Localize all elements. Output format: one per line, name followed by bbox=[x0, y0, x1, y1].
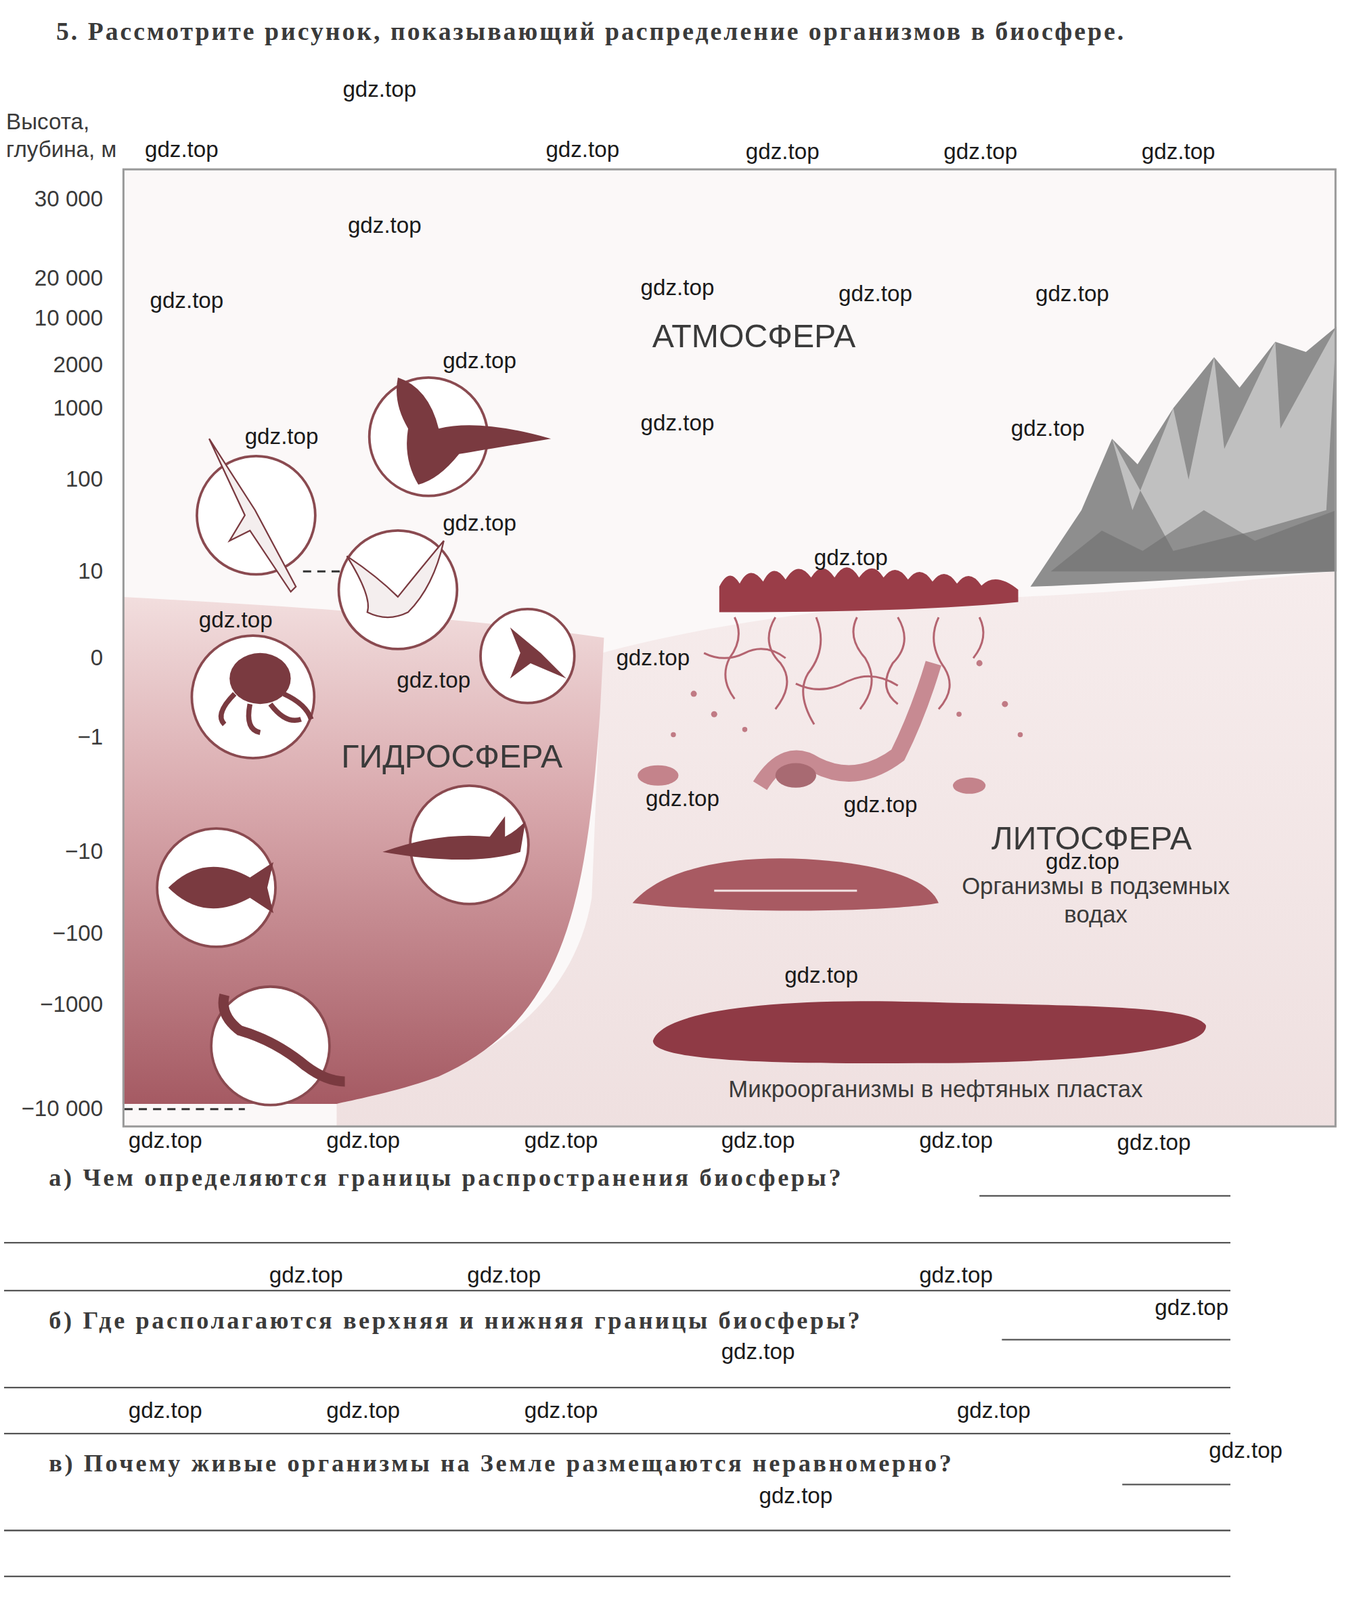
sphere-label: АТМОСФЕРА bbox=[652, 318, 856, 356]
watermark: gdz.top bbox=[843, 791, 918, 819]
axis-value: 20 000 bbox=[34, 265, 103, 292]
watermark: gdz.top bbox=[721, 1127, 796, 1154]
axis-value: 0 bbox=[90, 644, 103, 672]
watermark: gdz.top bbox=[396, 667, 471, 694]
watermark: gdz.top bbox=[640, 410, 715, 437]
watermark: gdz.top bbox=[149, 287, 224, 315]
watermark: gdz.top bbox=[919, 1127, 993, 1154]
watermark: gdz.top bbox=[326, 1127, 400, 1154]
watermark: gdz.top bbox=[326, 1397, 400, 1424]
watermark: gdz.top bbox=[198, 607, 273, 634]
watermark: gdz.top bbox=[1035, 280, 1110, 308]
caption-label: Организмы в подземных водах bbox=[958, 871, 1234, 928]
axis-value: −100 bbox=[52, 920, 104, 947]
axis-value: −10 000 bbox=[20, 1095, 103, 1123]
sphere-label: ГИДРОСФЕРА bbox=[341, 738, 563, 777]
watermark: gdz.top bbox=[1208, 1437, 1283, 1464]
watermark: gdz.top bbox=[466, 1262, 541, 1289]
axis-value: 30 000 bbox=[34, 185, 103, 212]
watermark: gdz.top bbox=[814, 544, 888, 572]
watermark: gdz.top bbox=[442, 347, 517, 375]
axis-title: Высота, глубина, м bbox=[6, 108, 127, 164]
watermark: gdz.top bbox=[244, 423, 319, 451]
axis-value: 10 000 bbox=[34, 305, 103, 332]
watermark: gdz.top bbox=[1141, 138, 1216, 166]
watermark: gdz.top bbox=[347, 212, 422, 239]
watermark: gdz.top bbox=[640, 274, 715, 302]
axis-value: 1000 bbox=[52, 394, 103, 421]
axis-value: 2000 bbox=[52, 351, 103, 379]
watermark: gdz.top bbox=[442, 510, 517, 537]
watermark: gdz.top bbox=[919, 1262, 993, 1289]
watermark: gdz.top bbox=[1154, 1294, 1229, 1322]
axis-value: −1 bbox=[77, 724, 103, 751]
axis-value: −1000 bbox=[39, 991, 103, 1018]
watermark: gdz.top bbox=[838, 280, 913, 308]
watermark: gdz.top bbox=[144, 136, 219, 164]
watermark: gdz.top bbox=[745, 138, 820, 166]
watermark: gdz.top bbox=[758, 1482, 833, 1509]
watermark: gdz.top bbox=[545, 136, 620, 164]
watermark: gdz.top bbox=[721, 1338, 796, 1366]
watermark: gdz.top bbox=[524, 1397, 599, 1424]
watermark: gdz.top bbox=[615, 644, 690, 672]
watermark: gdz.top bbox=[1045, 848, 1120, 876]
watermark: gdz.top bbox=[645, 785, 720, 813]
watermark: gdz.top bbox=[128, 1397, 203, 1424]
question-heading: 5. Рассмотрите рисунок, показывающий рас… bbox=[8, 14, 1229, 49]
watermark: gdz.top bbox=[524, 1127, 599, 1154]
watermark: gdz.top bbox=[342, 76, 417, 103]
watermark: gdz.top bbox=[784, 962, 859, 989]
watermark: gdz.top bbox=[128, 1127, 203, 1154]
watermark: gdz.top bbox=[943, 138, 1018, 166]
watermark: gdz.top bbox=[1011, 415, 1085, 442]
question-text: б) Где располагаются верхняя и нижняя гр… bbox=[48, 1306, 863, 1335]
axis-value: 10 bbox=[77, 558, 103, 585]
question-text: в) Почему живые организмы на Земле разме… bbox=[48, 1449, 954, 1478]
question-text: а) Чем определяются границы распростране… bbox=[48, 1164, 844, 1192]
watermark: gdz.top bbox=[1117, 1129, 1192, 1156]
watermark: gdz.top bbox=[269, 1262, 344, 1289]
watermark: gdz.top bbox=[956, 1397, 1031, 1424]
axis-value: −10 bbox=[64, 838, 103, 865]
diagram-panel: АТМОСФЕРАГИДРОСФЕРАЛИТОСФЕРАОрганизмы в … bbox=[122, 168, 1337, 1128]
caption-label: Микроорганизмы в нефтяных пластах bbox=[728, 1076, 1143, 1104]
axis-value: 100 bbox=[65, 466, 103, 493]
